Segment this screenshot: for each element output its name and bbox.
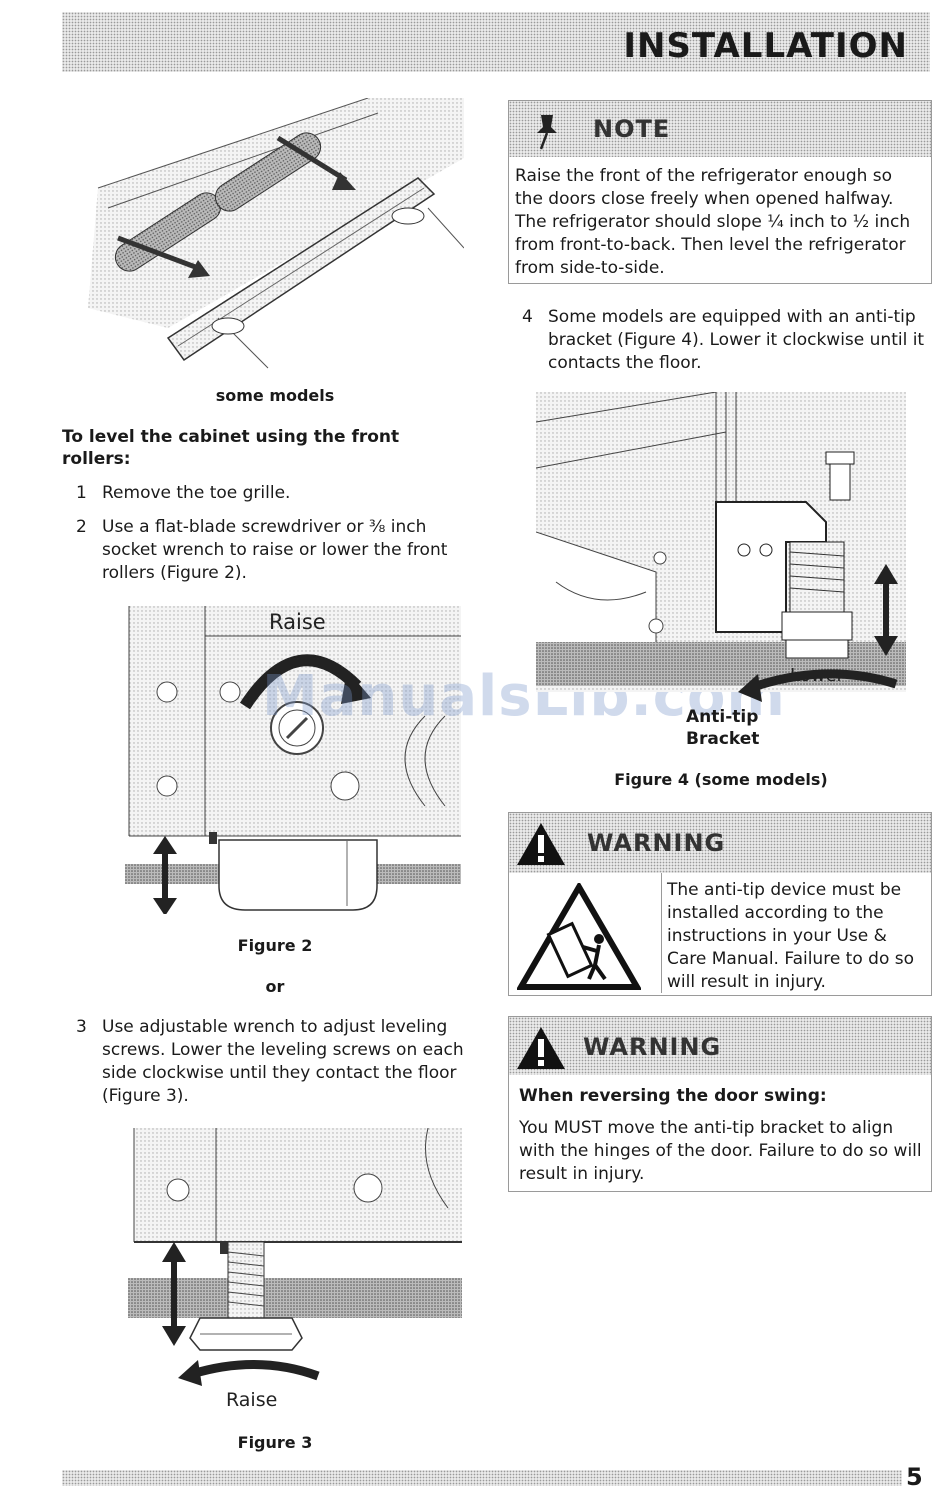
warning2-text: You MUST move the anti-tip bracket to al… <box>519 1118 922 1184</box>
warning1-title: WARNING <box>587 829 726 857</box>
pushpin-icon <box>537 115 557 150</box>
figure4-caption: Figure 4 (some models) <box>614 770 828 789</box>
figure-4-anti-tip-bracket <box>535 391 906 752</box>
warning1-text: The anti-tip device must be installed ac… <box>667 880 915 992</box>
warning-box-door-swing: WARNING When reversing the door swing: Y… <box>508 1016 932 1192</box>
step-text: Some models are equipped with an anti-ti… <box>548 307 925 373</box>
note-header: NOTE <box>509 101 931 157</box>
step-number: 3 <box>76 1017 87 1037</box>
step-text: Use adjustable wrench to adjust leveling… <box>102 1017 464 1106</box>
tip-over-hazard-icon <box>517 883 641 990</box>
level-heading: To level the cabinet using the front rol… <box>62 427 400 469</box>
or-separator: or <box>265 977 285 996</box>
figure-2-rollers <box>125 606 461 916</box>
note-box: NOTE Raise the front of the refrigerator… <box>508 100 932 284</box>
figure1-caption: some models <box>215 386 335 405</box>
note-title: NOTE <box>593 115 671 143</box>
header-bar: INSTALLATION <box>62 12 930 72</box>
figure4-bracket-label-2: Bracket <box>686 729 760 749</box>
step-number: 1 <box>76 483 87 503</box>
figure-3-leveling-screw <box>128 1127 462 1418</box>
figure3-caption: Figure 3 <box>237 1433 313 1452</box>
warning-triangle-icon <box>517 823 565 865</box>
footer-bar <box>62 1470 902 1486</box>
page-title: INSTALLATION <box>623 26 908 66</box>
figure4-bracket-label-1: Anti-tip <box>686 707 759 727</box>
warning2-header: WARNING <box>509 1017 931 1075</box>
warning2-title: WARNING <box>583 1033 722 1061</box>
figure2-raise-label: Raise <box>269 610 326 634</box>
figure2-caption: Figure 2 <box>237 936 313 955</box>
warning2-subheading: When reversing the door swing: <box>519 1086 827 1106</box>
note-text: Raise the front of the refrigerator enou… <box>515 166 911 278</box>
step-number: 4 <box>522 307 533 327</box>
warning-triangle-icon <box>517 1027 565 1069</box>
figure4-lower-label: Lower <box>790 665 844 686</box>
figure3-raise-label: Raise <box>226 1389 278 1411</box>
warning1-header: WARNING <box>509 813 931 873</box>
step-text: Use a flat-blade screwdriver or ⅜ inch s… <box>102 517 448 583</box>
page-number: 5 <box>906 1463 923 1491</box>
figure-toe-grille <box>88 97 465 376</box>
step-text: Remove the toe grille. <box>102 483 291 503</box>
warning-box-anti-tip: WARNING The anti-tip device must be inst… <box>508 812 932 996</box>
step-number: 2 <box>76 517 87 537</box>
